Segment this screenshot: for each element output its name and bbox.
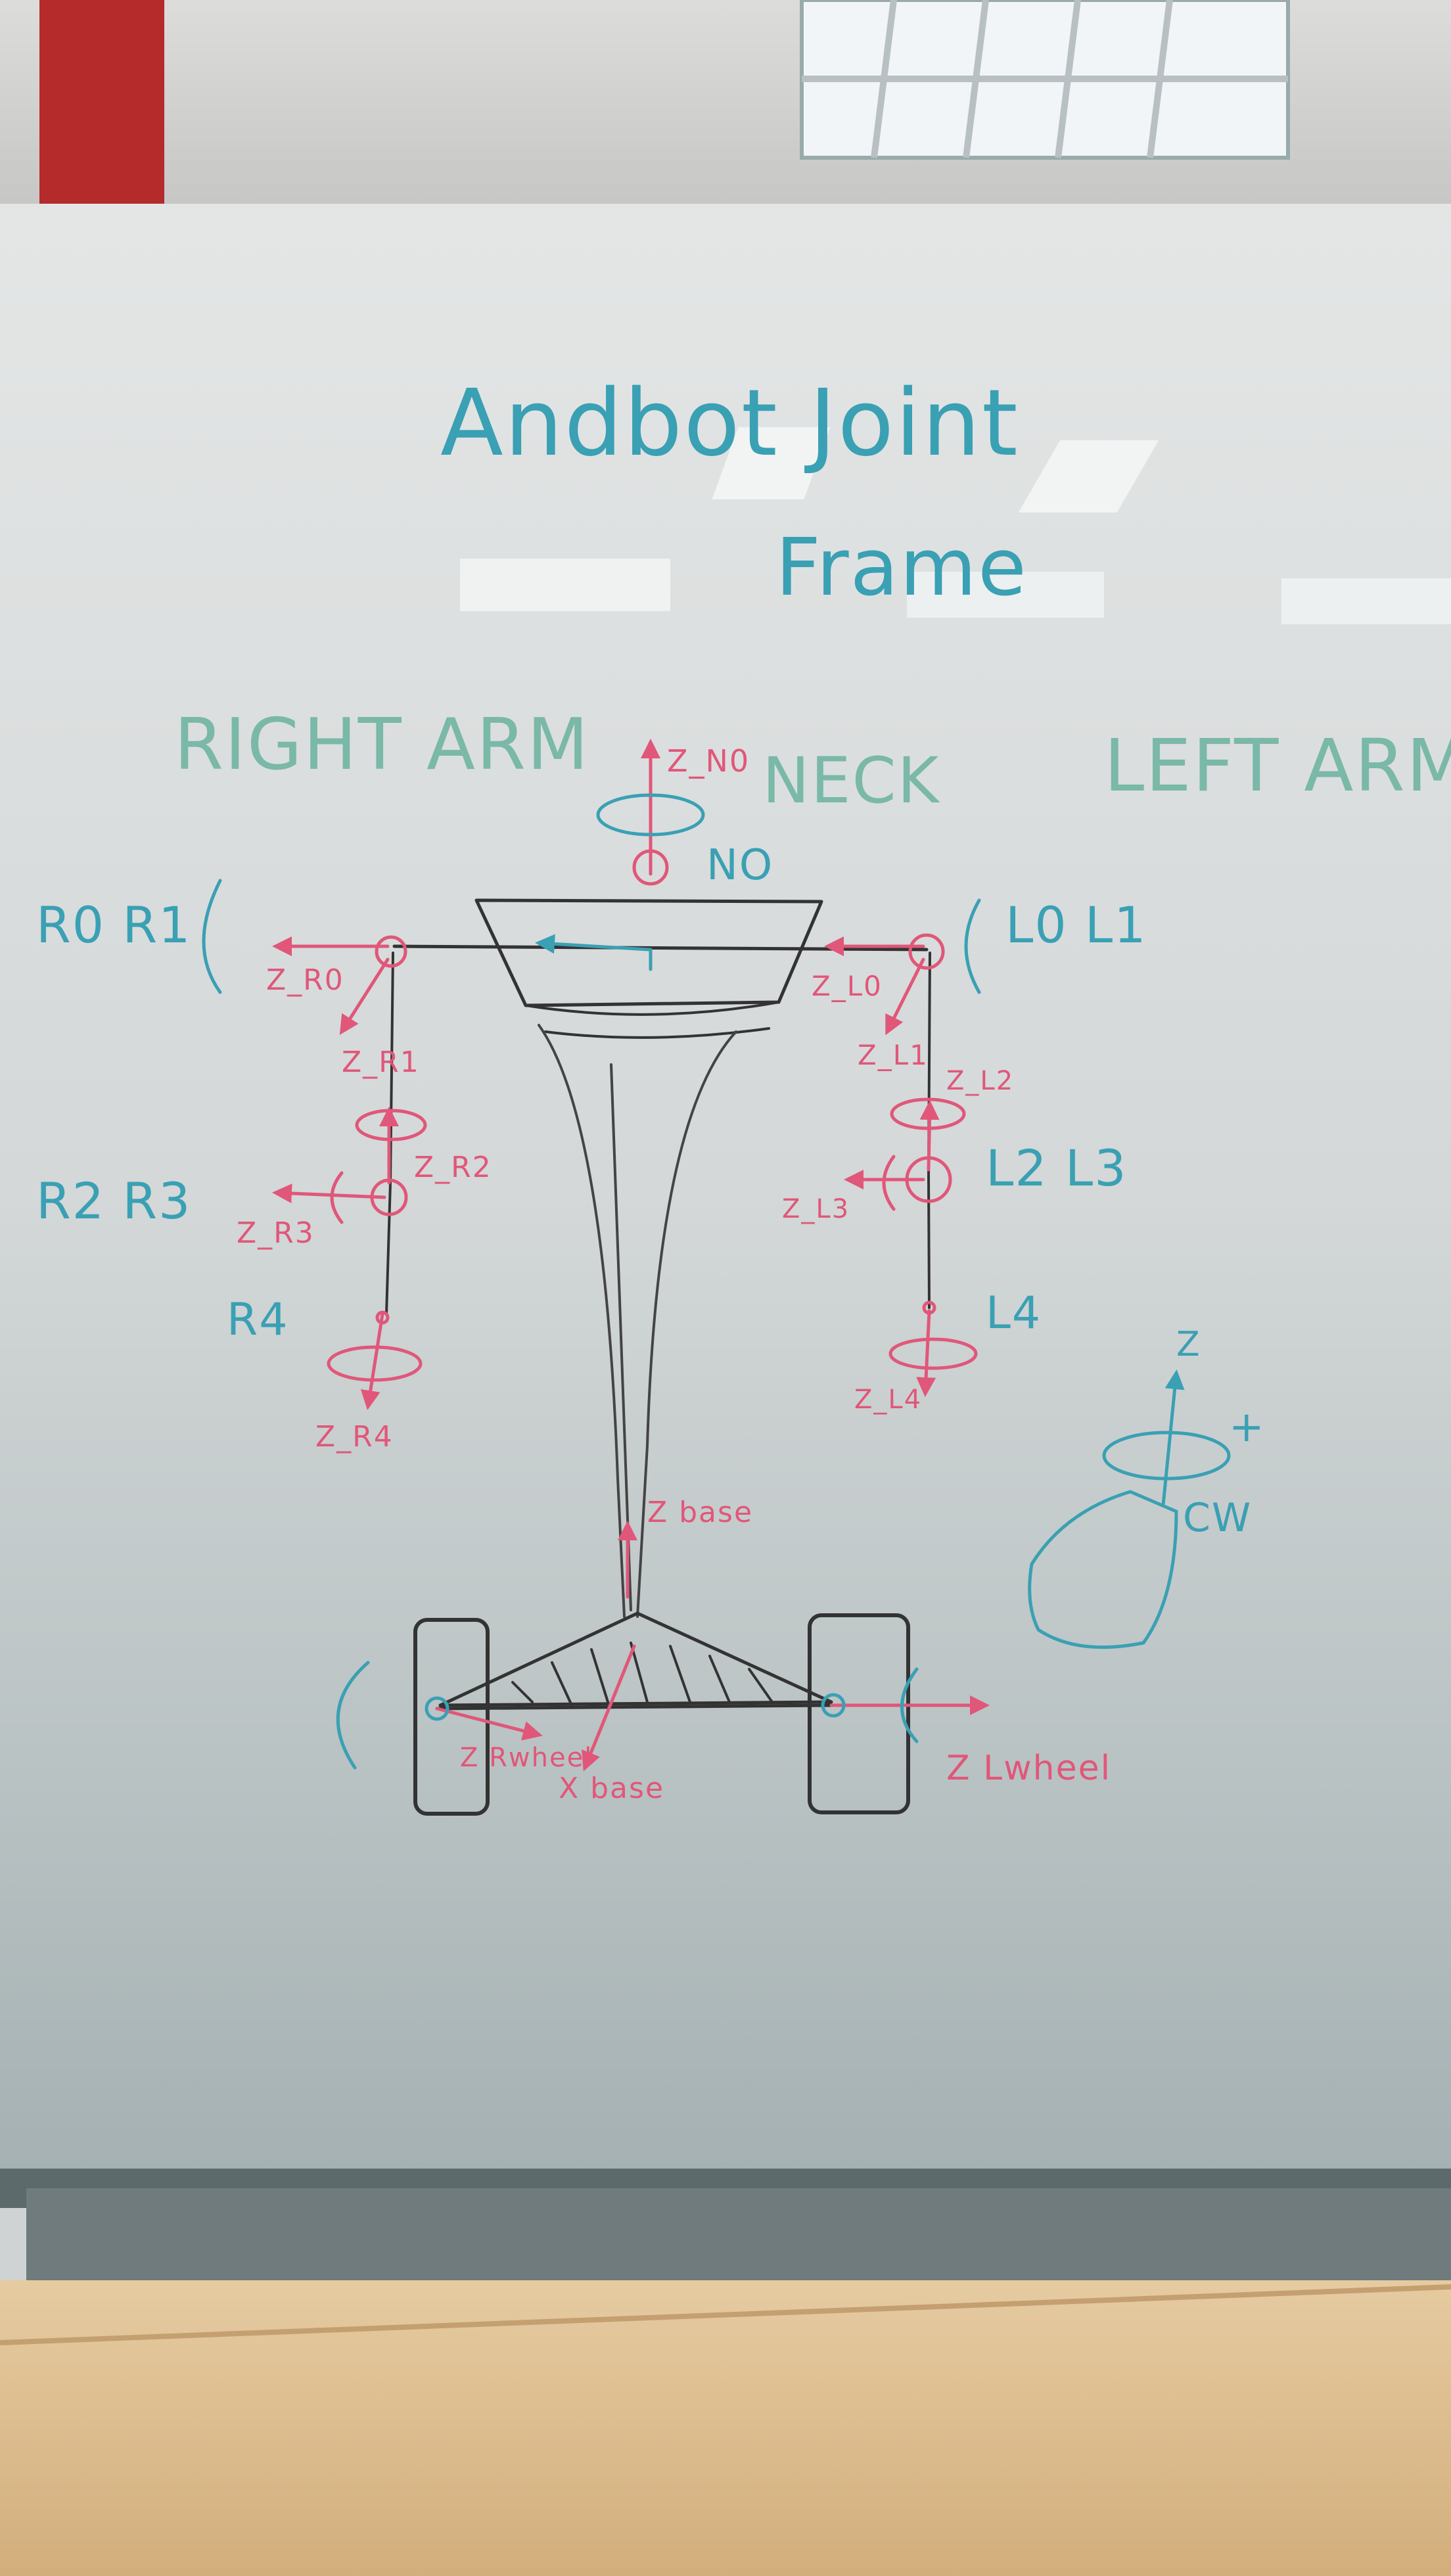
cabinet-edge	[0, 2284, 1451, 2345]
joint-label-l4: L4	[986, 1287, 1042, 1339]
joint-label-r2-r3: R2 R3	[36, 1172, 192, 1230]
lwheel-hub	[821, 1693, 846, 1718]
axis-label-z-l4: Z_L4	[854, 1385, 923, 1415]
rot-l4	[888, 1337, 978, 1370]
axis-label-z-r1: Z_R1	[342, 1046, 420, 1079]
joint-l0-l1	[908, 933, 945, 970]
body-column	[538, 1024, 737, 1618]
z-axes	[272, 739, 990, 1772]
axis-label-z-base: Z base	[647, 1496, 754, 1529]
z-rwheel-arrow	[435, 1707, 543, 1741]
rot-r2	[355, 1109, 427, 1141]
axis-label-z-r3: Z_R3	[237, 1216, 315, 1250]
rot-r0	[202, 879, 222, 994]
joint-r2-r3	[370, 1178, 408, 1216]
rot-l2	[890, 1097, 966, 1130]
rhr-hand	[1028, 1490, 1178, 1649]
left-arm-link	[927, 952, 931, 1309]
legend-axis-label: Z	[1176, 1325, 1201, 1364]
reflection-3	[460, 559, 670, 611]
rot-lwheel	[900, 1667, 919, 1743]
axis-label-x-base: X base	[559, 1772, 665, 1805]
section-neck: NECK	[762, 744, 940, 817]
z-r3-arrow	[272, 1184, 386, 1204]
reflection-1	[712, 427, 831, 499]
left-wheel	[808, 1613, 910, 1814]
cabinet-top	[0, 2280, 1451, 2576]
title-line-2: Frame	[775, 522, 1028, 614]
base-triangle	[438, 1611, 833, 1707]
joint-l2-l3	[905, 1156, 952, 1203]
section-left-arm: LEFT ARM	[1104, 724, 1451, 808]
rhr-axis	[1161, 1369, 1185, 1507]
axis-label-z-rwheel: Z Rwheel	[460, 1743, 593, 1773]
joint-l4	[922, 1300, 936, 1315]
z-r1-arrow	[339, 957, 390, 1036]
joint-label-l0-l1: L0 L1	[1005, 896, 1147, 954]
z-l2-arrow	[919, 1100, 940, 1172]
rot-l0	[964, 898, 981, 994]
rot-l3	[882, 1155, 896, 1211]
z-l4-arrow	[916, 1309, 936, 1397]
section-right-arm: RIGHT ARM	[174, 704, 590, 786]
legend-sign-label: +	[1229, 1403, 1266, 1452]
wheel-axle	[435, 1703, 833, 1711]
reflection-5	[1281, 578, 1451, 624]
robot-sketch	[385, 898, 931, 1816]
neck-frame-arrow	[535, 934, 651, 954]
joint-label-l2-l3: L2 L3	[986, 1139, 1128, 1197]
axis-label-z-lwheel: Z Lwheel	[946, 1749, 1112, 1788]
rhr-rotation	[1102, 1431, 1231, 1481]
base-hatch	[511, 1642, 773, 1707]
legend-direction-label: CW	[1183, 1495, 1253, 1541]
joint-label-r0-r1: R0 R1	[36, 896, 192, 954]
axis-label-z-n0: Z_N0	[667, 743, 750, 779]
head-tray-lip	[524, 1001, 780, 1039]
joint-label-n0: NO	[706, 841, 774, 890]
joint-n0	[632, 849, 669, 886]
joint-r0-r1	[375, 935, 407, 968]
title-line-1: Andbot Joint	[440, 370, 1019, 477]
axis-label-z-r4: Z_R4	[315, 1420, 394, 1454]
rot-r3	[330, 1171, 344, 1224]
axis-label-z-l2: Z_L2	[946, 1066, 1015, 1096]
rot-rwheel	[336, 1661, 370, 1770]
axis-label-z-r2: Z_R2	[414, 1151, 492, 1184]
z-l1-arrow	[885, 957, 925, 1036]
reflection-2	[1018, 440, 1159, 513]
teal-marks	[202, 793, 1231, 1770]
x-base-arrow	[582, 1644, 636, 1772]
right-wheel	[413, 1618, 490, 1816]
glass-whiteboard	[0, 204, 1451, 2169]
z-r4-arrow	[360, 1312, 384, 1410]
axis-label-z-r0: Z_R0	[266, 963, 344, 997]
joint-r4	[375, 1310, 390, 1325]
reflection-4	[907, 572, 1104, 618]
axis-label-z-l1: Z_L1	[858, 1039, 929, 1071]
axis-label-z-l0: Z_L0	[812, 970, 883, 1002]
joint-label-r4: R4	[227, 1294, 289, 1346]
rot-n0	[596, 793, 705, 837]
red-door-frame	[39, 0, 164, 217]
rot-r4	[327, 1345, 423, 1382]
ceiling-light-grid	[802, 0, 1288, 158]
rwheel-hub	[425, 1696, 449, 1721]
axis-label-z-l3: Z_L3	[782, 1194, 850, 1224]
